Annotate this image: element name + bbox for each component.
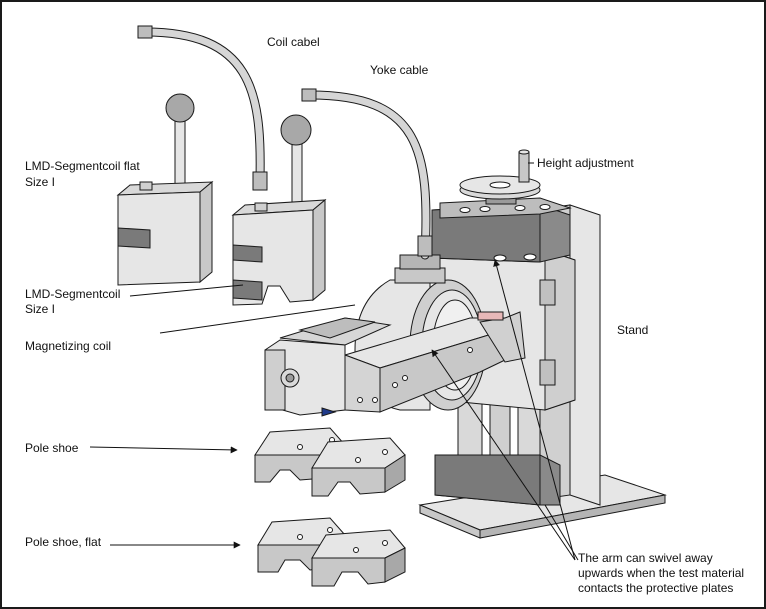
label-magnetizing-coil: Magnetizing coil <box>25 339 111 353</box>
yoke-cable <box>305 90 431 260</box>
label-stand: Stand <box>617 323 648 337</box>
label-arm-note-1: The arm can swivel away <box>578 551 713 565</box>
label-segmentcoil-flat-1: LMD-Segmentcoil flat <box>25 159 140 173</box>
label-arm-note-3: contacts the protective plates <box>578 581 733 595</box>
label-height-adjustment: Height adjustment <box>537 156 634 170</box>
label-arm-note-2: upwards when the test material <box>578 566 744 580</box>
segmentcoil-flat <box>116 93 214 286</box>
swivel-arm <box>264 311 526 417</box>
leader-lines <box>89 162 579 561</box>
pole-shoe <box>254 427 406 497</box>
coil-cable <box>140 27 265 183</box>
label-segmentcoil-1: LMD-Segmentcoil <box>25 287 120 301</box>
label-pole-shoe: Pole shoe <box>25 441 79 455</box>
height-adjustment-wheel <box>459 149 541 205</box>
label-segmentcoil-flat-2: Size I <box>25 175 55 189</box>
label-pole-shoe-flat: Pole shoe, flat <box>25 535 102 549</box>
label-segmentcoil-2: Size I <box>25 302 55 316</box>
label-yoke-cable: Yoke cable <box>370 63 429 77</box>
label-coil-cable: Coil cabel <box>267 35 320 49</box>
pole-shoe-flat <box>257 517 406 587</box>
segmentcoil <box>231 114 327 306</box>
